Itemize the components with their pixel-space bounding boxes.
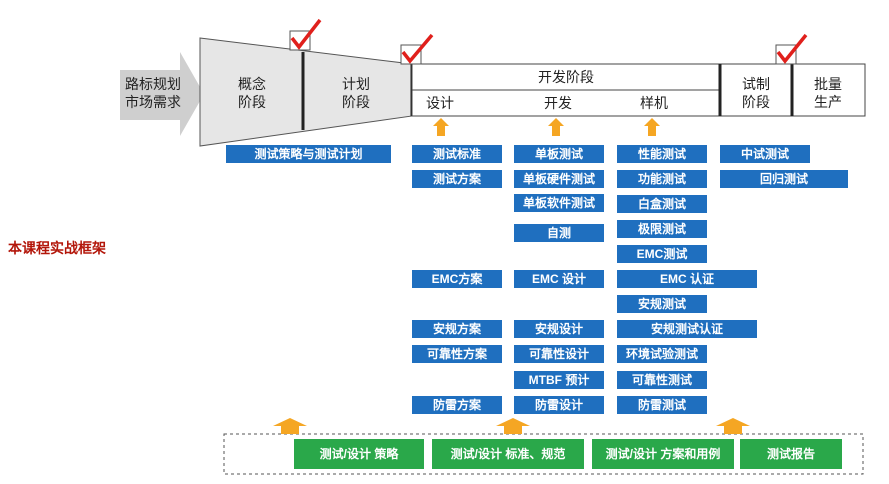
plan-stage-label: 计划 阶段 (326, 75, 386, 111)
prototype-box: EMC测试 (617, 245, 707, 263)
up-arrow-icon (433, 118, 449, 136)
bottom-report-box: 测试报告 (740, 439, 842, 469)
prototype-box: 环境试验测试 (617, 345, 707, 363)
develop-stage-title: 开发阶段 (538, 69, 594, 85)
prototype-box: EMC 认证 (617, 270, 757, 288)
prototype-box: 防雷测试 (617, 396, 707, 414)
trial-stage-line2: 阶段 (742, 94, 770, 110)
design-box: 可靠性方案 (412, 345, 502, 363)
up-arrow-icon (644, 118, 660, 136)
mass-stage-line1: 批量 (814, 76, 842, 92)
develop-box: 自测 (514, 224, 604, 242)
mass-stage-label: 批量 生产 (798, 75, 858, 111)
bottom-standards-box: 测试/设计 标准、规范 (432, 439, 584, 469)
prototype-box: 极限测试 (617, 220, 707, 238)
develop-box: EMC 设计 (514, 270, 604, 288)
test-strategy-box: 测试策略与测试计划 (226, 145, 391, 163)
roadmap-label-line2: 市场需求 (125, 94, 181, 110)
design-box: 防雷方案 (412, 396, 502, 414)
design-box: 测试标准 (412, 145, 502, 163)
up-arrow-icon (273, 418, 307, 434)
design-box: 测试方案 (412, 170, 502, 188)
prototype-box: 安规测试认证 (617, 320, 757, 338)
bottom-container (223, 433, 864, 475)
check-icon (400, 33, 434, 65)
trial-box: 中试测试 (720, 145, 810, 163)
course-framework-title: 本课程实战框架 (8, 240, 106, 256)
prototype-box: 白盒测试 (617, 195, 707, 213)
check-icon (775, 33, 808, 65)
concept-stage-line1: 概念 (238, 76, 266, 92)
plan-stage-line1: 计划 (342, 76, 370, 92)
check-icon (289, 18, 322, 51)
develop-substage-label: 开发 (544, 95, 572, 111)
trial-stage-line1: 试制 (742, 76, 770, 92)
prototype-box: 性能测试 (617, 145, 707, 163)
develop-box: 可靠性设计 (514, 345, 604, 363)
prototype-box: 功能测试 (617, 170, 707, 188)
roadmap-arrow-shape (120, 52, 204, 136)
concept-stage-line2: 阶段 (238, 94, 266, 110)
mass-stage-line2: 生产 (814, 94, 842, 110)
develop-box: MTBF 预计 (514, 371, 604, 389)
up-arrow-icon (716, 418, 750, 434)
concept-stage-label: 概念 阶段 (222, 75, 282, 111)
roadmap-label-line1: 路标规划 (125, 76, 181, 92)
plan-stage-line2: 阶段 (342, 94, 370, 110)
prototype-box: 可靠性测试 (617, 371, 707, 389)
design-box: EMC方案 (412, 270, 502, 288)
develop-box: 安规设计 (514, 320, 604, 338)
prototype-box: 安规测试 (617, 295, 707, 313)
prototype-substage-label: 样机 (640, 95, 668, 111)
develop-box: 单板测试 (514, 145, 604, 163)
bottom-cases-box: 测试/设计 方案和用例 (592, 439, 734, 469)
trial-box: 回归测试 (720, 170, 848, 188)
trial-stage-label: 试制 阶段 (726, 75, 786, 111)
develop-box: 单板硬件测试 (514, 170, 604, 188)
bottom-strategy-box: 测试/设计 策略 (294, 439, 424, 469)
develop-box: 防雷设计 (514, 396, 604, 414)
roadmap-label: 路标规划 市场需求 (122, 75, 184, 111)
up-arrow-icon (548, 118, 564, 136)
up-arrow-icon (496, 418, 530, 434)
design-substage-label: 设计 (426, 95, 454, 111)
design-box: 安规方案 (412, 320, 502, 338)
develop-box: 单板软件测试 (514, 194, 604, 212)
